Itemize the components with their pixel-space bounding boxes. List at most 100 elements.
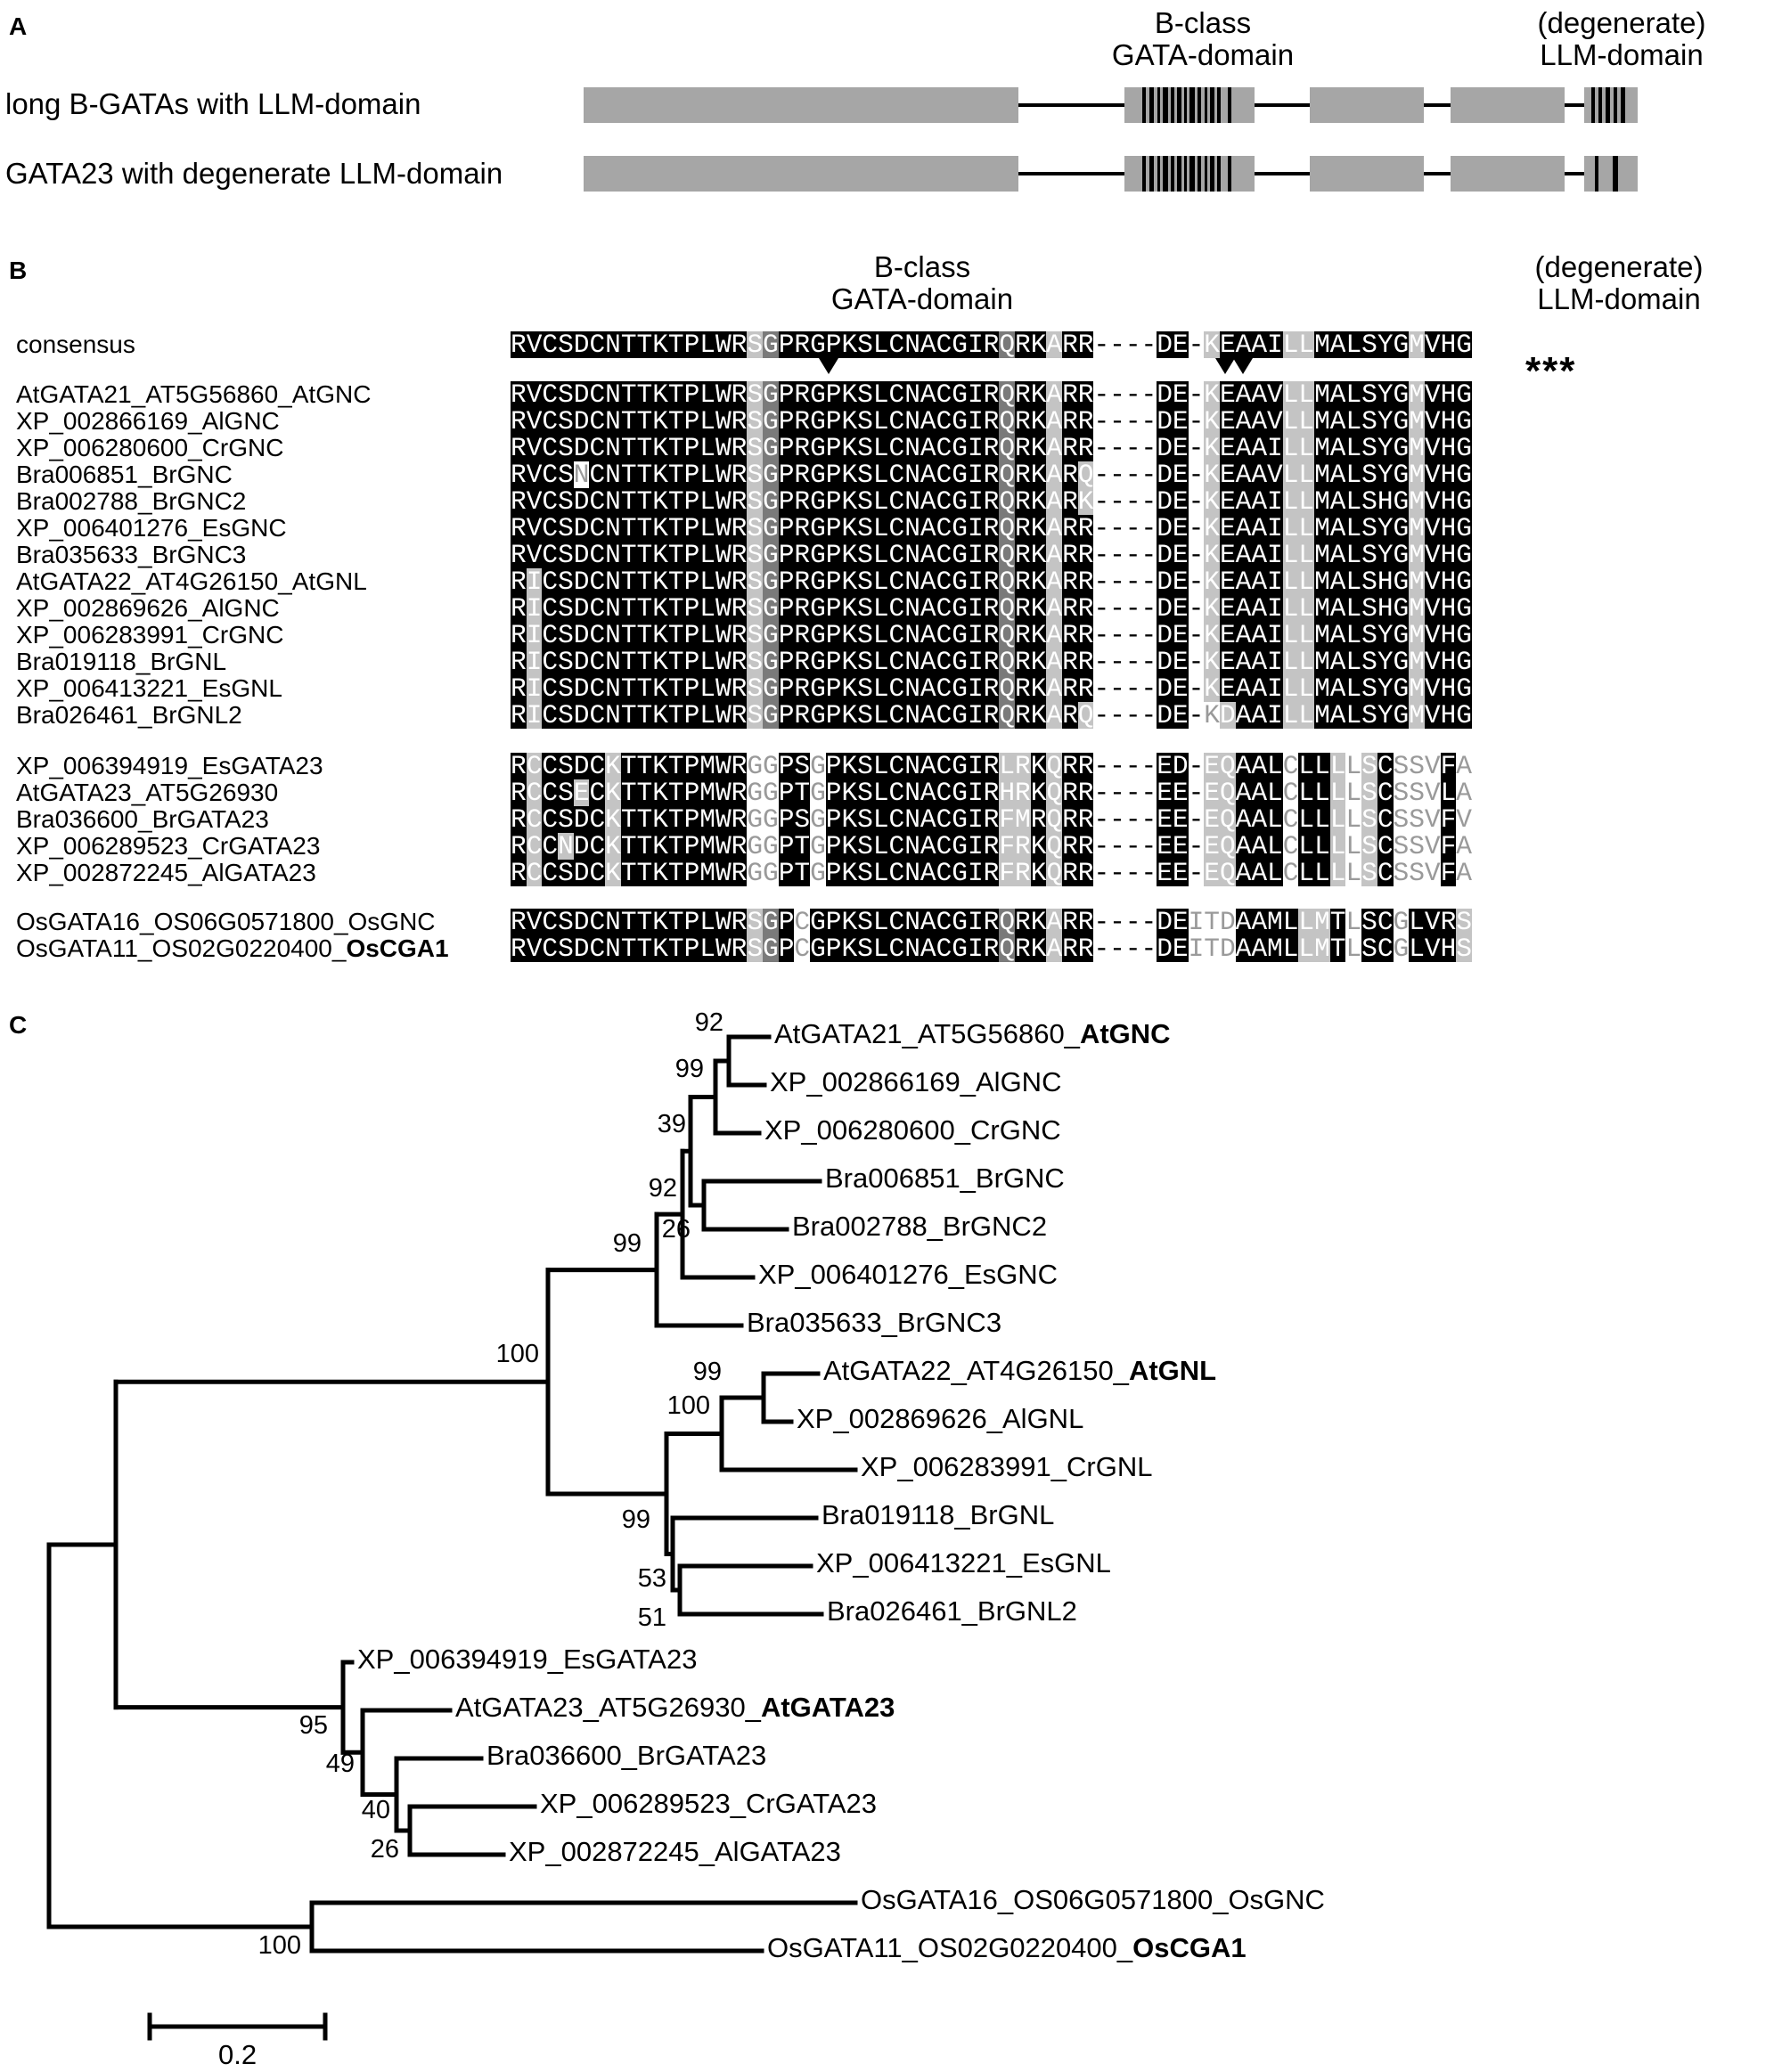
residue: Y — [1377, 513, 1394, 543]
residue: - — [1109, 831, 1125, 861]
residue: R — [511, 433, 527, 463]
residue: M — [1409, 513, 1425, 543]
residue: T — [667, 567, 684, 597]
residue: R — [511, 513, 527, 543]
residue: T — [636, 804, 653, 835]
residue: R — [731, 460, 748, 490]
residue: - — [1140, 804, 1157, 835]
residue: C — [589, 620, 606, 650]
residue: P — [683, 513, 700, 543]
residue: L — [1314, 751, 1330, 781]
residue: P — [683, 804, 700, 835]
panel-b-header-gata: GATA-domain — [830, 282, 1014, 315]
residue: K — [1204, 647, 1220, 677]
tree-leaf-label: XP_002866169_AlGNC — [770, 1066, 1062, 1097]
residue: V — [1424, 460, 1441, 490]
residue: R — [1062, 831, 1078, 861]
residue: H — [1440, 406, 1457, 436]
residue: L — [872, 486, 889, 517]
residue: P — [683, 593, 700, 624]
residue: A — [1251, 700, 1268, 730]
residue: K — [1204, 460, 1220, 490]
residue: A — [1251, 513, 1268, 543]
residue: R — [1015, 673, 1031, 704]
residue: P — [683, 330, 700, 360]
residue: Q — [1046, 831, 1063, 861]
residue: G — [763, 567, 779, 597]
residue: T — [667, 647, 684, 677]
residue: S — [558, 751, 574, 781]
residue: F — [1440, 751, 1457, 781]
residue: P — [825, 540, 842, 570]
residue: A — [1235, 460, 1252, 490]
residue: K — [1204, 593, 1220, 624]
residue: L — [872, 778, 889, 808]
residue: - — [1188, 673, 1205, 704]
residue: V — [1424, 831, 1441, 861]
residue: Q — [999, 486, 1016, 517]
residue: C — [589, 804, 606, 835]
residue: G — [952, 647, 968, 677]
residue: R — [1015, 513, 1031, 543]
residue: V — [1267, 460, 1283, 490]
residue: R — [983, 831, 1000, 861]
residue: G — [1456, 700, 1472, 730]
tree-leaf-label: AtGATA23_AT5G26930_AtGATA23 — [455, 1692, 895, 1723]
residue: P — [825, 831, 842, 861]
residue: A — [920, 751, 936, 781]
residue: T — [636, 934, 653, 964]
residue: S — [857, 858, 873, 888]
residue: M — [1409, 330, 1425, 360]
residue: L — [1345, 673, 1362, 704]
residue: Y — [1377, 330, 1394, 360]
residue: A — [1046, 700, 1063, 730]
residue: G — [763, 673, 779, 704]
residue: T — [794, 831, 811, 861]
residue: R — [731, 751, 748, 781]
residue: M — [1314, 460, 1330, 490]
residue: R — [1015, 858, 1031, 888]
residue: K — [841, 907, 858, 937]
residue: L — [1345, 751, 1362, 781]
residue: S — [747, 486, 764, 517]
residue: R — [794, 379, 811, 410]
residue: L — [872, 593, 889, 624]
residue: - — [1140, 433, 1157, 463]
residue: R — [794, 593, 811, 624]
residue: L — [872, 831, 889, 861]
residue: K — [841, 673, 858, 704]
residue: A — [920, 460, 936, 490]
residue: R — [731, 513, 748, 543]
residue: L — [1298, 433, 1315, 463]
residue: L — [872, 330, 889, 360]
residue: K — [841, 700, 858, 730]
residue: A — [1329, 379, 1346, 410]
residue: H — [1440, 486, 1457, 517]
residue: V — [1424, 540, 1441, 570]
residue: R — [731, 858, 748, 888]
residue: E — [1172, 460, 1189, 490]
residue: R — [511, 406, 527, 436]
residue: I — [967, 700, 984, 730]
residue: I — [1267, 486, 1283, 517]
residue: - — [1093, 379, 1110, 410]
residue: S — [857, 700, 873, 730]
residue: R — [1015, 934, 1031, 964]
residue: K — [1204, 620, 1220, 650]
residue: G — [810, 673, 826, 704]
residue: P — [825, 673, 842, 704]
residue: C — [888, 831, 905, 861]
residue: W — [715, 700, 732, 730]
residue: T — [620, 804, 637, 835]
residue: - — [1140, 406, 1157, 436]
residue: - — [1109, 540, 1125, 570]
residue: D — [1157, 907, 1173, 937]
residue: T — [667, 934, 684, 964]
sequence-name: AtGATA23_AT5G26930 — [16, 779, 279, 806]
residue: P — [825, 406, 842, 436]
tree-leaf-label: XP_006394919_EsGATA23 — [357, 1644, 698, 1675]
residue: T — [636, 406, 653, 436]
residue: K — [841, 778, 858, 808]
residue: M — [699, 751, 715, 781]
